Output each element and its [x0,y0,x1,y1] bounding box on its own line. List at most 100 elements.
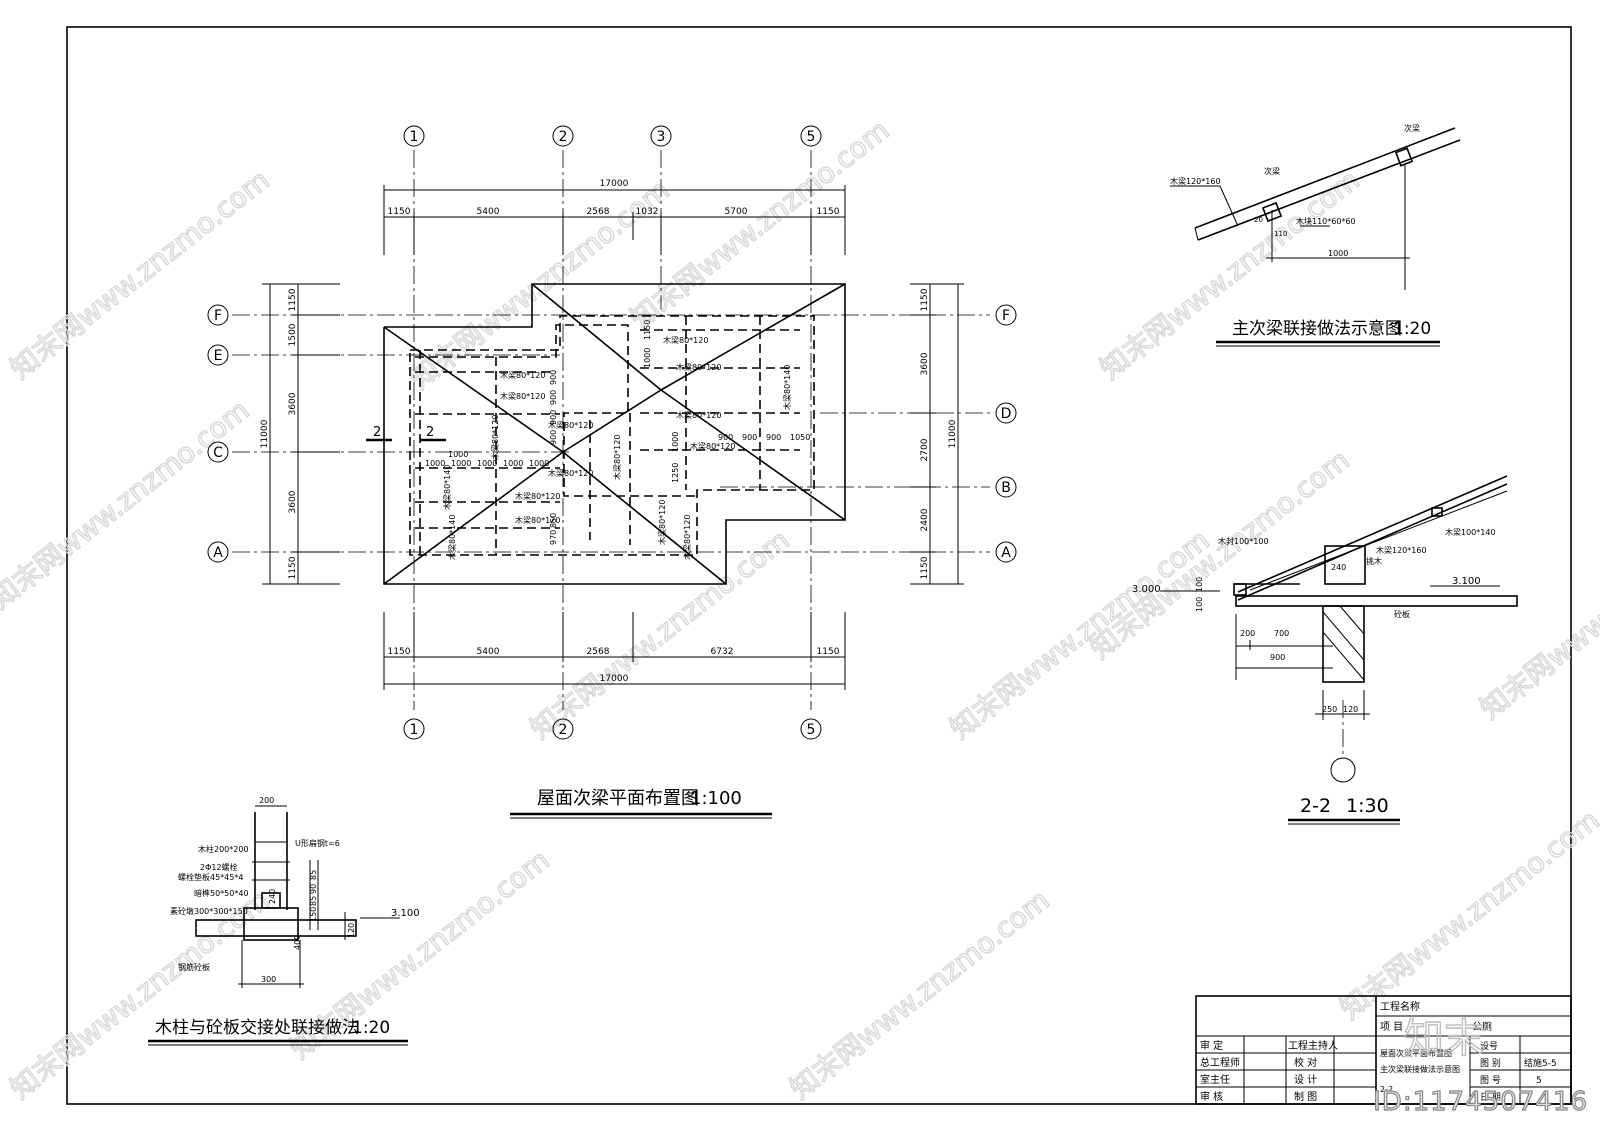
dim-segment: 3600 [288,392,298,415]
dimensions-left: 1150 1500 3600 3600 1150 11000 [260,283,340,585]
axis-bubbles-top: 1 2 3 5 [403,125,822,147]
column-label: 200 [259,796,274,805]
beam-label: 木梁80*120 [515,515,560,525]
dimensions-right: 1150 3600 2700 2400 1150 11000 [910,283,964,585]
tb-drawing-name: 屋面次梁平面布置图 [1380,1048,1452,1058]
spacing-label: 1000 [503,459,523,468]
axis-label: F [214,308,222,324]
section-label: 100 [1195,577,1204,592]
spacing-label: 1150 [643,320,652,340]
section-label: 240 [1331,563,1346,572]
beam-label: 木梁80*120 [676,362,721,372]
section-label: 2 [426,425,434,440]
plan-scale: 1:100 [690,788,742,809]
beam-label: 木梁80*120 [663,335,708,345]
section-label: 砼板 [1394,609,1410,619]
section-label: 700 [1274,629,1289,638]
dim-segment: 2568 [587,207,610,217]
spacing-label: 1000 [671,432,680,452]
tb-project-sub: 项 目 [1380,1021,1403,1033]
column-label: 150 [309,907,318,922]
beam-label: 木梁80*140 [782,365,792,410]
tb-field-label: 图 别 [1480,1058,1501,1069]
tb-row-label: 总工程师 [1200,1056,1240,1069]
wall-outline-dashed [409,315,815,556]
beam-label: 木梁80*120 [500,391,545,401]
spacing-label: 900 [742,433,757,442]
dim-segment: 5400 [477,647,500,657]
dim-segment: 1150 [288,556,298,579]
column-label: 85 [309,896,318,906]
section-label: 3.000 [1132,584,1161,595]
section-scale: 1:30 [1346,795,1389,817]
spacing-label: 1000 [643,348,652,368]
detail-label: 20 [1254,216,1263,224]
axis-label: 5 [807,722,816,738]
axis-label: 2 [559,722,568,738]
inner-dashed [415,324,697,497]
beam-label: 木梁80*120 [676,410,721,420]
axis-bubbles-left: F E C A [207,304,229,563]
dim-segment: 1150 [288,288,298,311]
watermark-text: 知末网www.znzmo.com [0,393,256,615]
column-label: 240 [268,889,277,904]
section-label: 2 [373,425,381,440]
beam-label: 木梁80*120 [657,500,667,545]
tb-row-label: 审 定 [1200,1039,1223,1052]
dim-segment: 5700 [725,207,748,217]
dim-segment: 2400 [920,508,930,531]
spacing-label: 1250 [671,463,680,483]
section-label: 900 [1270,653,1285,662]
beam-label: 木梁80*120 [548,420,593,430]
section-label: 100 [1195,597,1204,612]
column-detail: 200 木柱200*200 U形扁钢t=6 2Φ12螺栓 螺栓垫板45*45*4… [148,796,420,1046]
column-label: 素砼墩300*300*150 [170,906,248,916]
column-label: U形扁钢t=6 [295,838,340,848]
tb-field-label: 日 期 [1480,1092,1501,1103]
section-label: 3.100 [1452,576,1481,587]
id-watermark: ID:1174507416 [1373,1086,1588,1117]
tb-field-label: 图 号 [1480,1075,1501,1086]
axis-label: 1 [410,129,419,145]
dimensions-top: 17000 1150 5400 2568 1032 5700 1150 [383,179,846,255]
watermark-text: 知末网www.znzmo.com [1094,163,1366,385]
spacing-label: 1000 [425,459,445,468]
column-label: 300 [261,975,276,984]
tb-row-label: 室主任 [1200,1073,1230,1086]
column-label: 3.100 [391,908,420,919]
tb-row-label: 校 对 [1294,1056,1317,1069]
watermark-text: 知末网www.znzmo.com [624,113,896,335]
detail-label: 110 [1274,230,1287,238]
watermark-layer: 知末网www.znzmo.com 知末网www.znzmo.com 知末网www… [0,113,1600,1107]
dim-segment: 1150 [817,647,840,657]
dim-segment: 6732 [711,647,734,657]
dim-segment: 1500 [288,323,298,346]
section-label: 木梁100*140 [1445,527,1496,537]
dim-total: 11000 [948,419,958,448]
beam-label: 木梁80*140 [447,515,457,560]
secondary-beams [415,316,800,555]
tb-row-label: 设 计 [1294,1073,1317,1086]
beam-label: 木梁80*140 [442,465,452,510]
column-label: 螺栓垫板45*45*4 [178,872,243,882]
axis-label: A [1001,545,1011,561]
tb-row-label: 审 核 [1200,1090,1223,1103]
joint-title: 主次梁联接做法示意图 [1232,319,1402,339]
detail-label: 次梁 [1264,166,1280,176]
watermark-text: 知末网www.znzmo.com [524,523,796,745]
dim-segment: 1150 [920,556,930,579]
plan-title: 屋面次梁平面布置图 [537,788,699,809]
spacing-label: 1000 [477,459,497,468]
section-label: 120 [1343,705,1358,714]
dim-segment: 1150 [817,207,840,217]
spacing-label: 1000 [448,450,468,459]
spacing-label: 1000 [529,459,549,468]
beam-label: 木梁80*120 [548,468,593,478]
column-title: 木柱与砼板交接处联接做法 [155,1018,359,1038]
beam-label: 木梁80*120 [690,441,735,451]
dim-segment: 2700 [920,438,930,461]
axis-label: C [213,445,223,461]
watermark-text: 知末网www.znzmo.com [784,883,1056,1105]
axis-label: 1 [410,722,419,738]
dim-segment: 2568 [587,647,610,657]
